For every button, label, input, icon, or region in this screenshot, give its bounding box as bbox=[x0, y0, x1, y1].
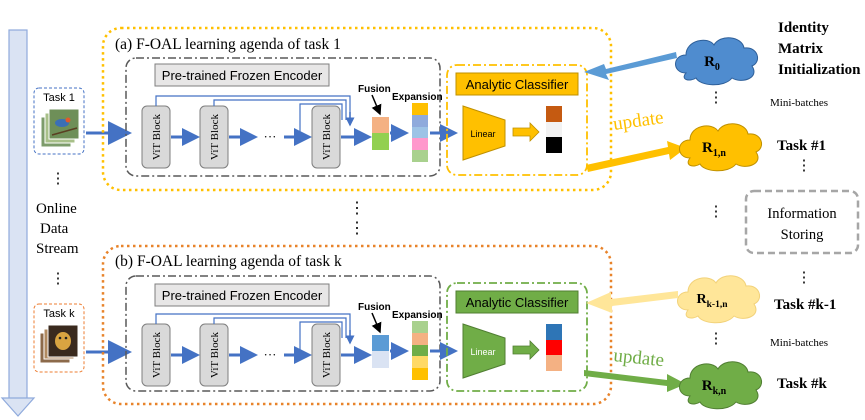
fusion-feature bbox=[372, 117, 389, 133]
vit-ellipsis: ··· bbox=[264, 347, 277, 362]
update-label-bottom: update bbox=[612, 345, 665, 371]
svg-text:ViT Block: ViT Block bbox=[151, 114, 163, 160]
identity-line2: Matrix bbox=[778, 41, 823, 57]
svg-text:⋮: ⋮ bbox=[709, 90, 724, 106]
expansion-feature bbox=[412, 103, 428, 162]
panel-a-classifier-label: Analytic Classifier bbox=[466, 77, 569, 92]
svg-text:⋮: ⋮ bbox=[797, 158, 812, 174]
linear-layer-icon bbox=[462, 323, 506, 379]
task-1-label: Task 1 bbox=[43, 92, 75, 104]
panel-b-classifier-label: Analytic Classifier bbox=[466, 295, 569, 310]
task-1-card: Task 1 bbox=[33, 87, 85, 155]
task-k-right: Task #k bbox=[777, 376, 828, 392]
panel-b-fusion-label: Fusion bbox=[358, 302, 391, 313]
panel-b: (b) F-OAL learning agenda of task k Pre-… bbox=[101, 244, 613, 406]
r1n-label: R1,n bbox=[702, 140, 726, 159]
panel-a-expansion-label: Expansion bbox=[392, 92, 443, 103]
svg-text:ViT Block: ViT Block bbox=[209, 114, 221, 160]
vit-block bbox=[311, 105, 341, 169]
panel-a: (a) F-OAL learning agenda of task 1 Pre-… bbox=[101, 26, 613, 192]
svg-text:Linear: Linear bbox=[470, 347, 495, 357]
panel-separator-dots: ⋮ bbox=[349, 200, 365, 217]
panel-b-encoder-label: Pre-trained Frozen Encoder bbox=[162, 288, 323, 303]
task-1-right: Task #1 bbox=[777, 138, 826, 154]
svg-text:ViT Block: ViT Block bbox=[321, 332, 333, 378]
panel-a-fusion-label: Fusion bbox=[358, 84, 391, 95]
svg-text:⋮: ⋮ bbox=[349, 220, 365, 237]
rkn-label: Rk,n bbox=[702, 378, 727, 397]
panel-b-title: (b) F-OAL learning agenda of task k bbox=[115, 253, 342, 270]
photo-thumbnail-icon bbox=[39, 324, 79, 364]
stream-label-line2: Data bbox=[40, 221, 69, 237]
svg-text:⋮: ⋮ bbox=[709, 204, 724, 220]
r0-label: R0 bbox=[704, 54, 720, 73]
fusion-feature bbox=[372, 351, 389, 368]
panel-b-expansion-label: Expansion bbox=[392, 310, 443, 321]
identity-line3: Initialization bbox=[778, 62, 861, 78]
svg-text:ViT Block: ViT Block bbox=[151, 332, 163, 378]
classifier-output bbox=[546, 106, 562, 153]
task-k-card: Task k bbox=[33, 303, 85, 373]
stream-label-line3: Stream bbox=[36, 241, 79, 257]
rk1n-label: Rk-1,n bbox=[697, 292, 729, 310]
svg-text:Linear: Linear bbox=[470, 129, 495, 139]
stream-label-line1: Online bbox=[36, 201, 77, 217]
update-label-top: update bbox=[612, 107, 665, 135]
info-line2: Storing bbox=[781, 227, 824, 243]
info-line1: Information bbox=[767, 206, 837, 222]
cloud-icon: R1,n bbox=[679, 123, 763, 172]
mini-batches-bottom: Mini-batches bbox=[770, 337, 828, 349]
svg-text:⋮: ⋮ bbox=[709, 331, 724, 347]
cloud-icon: R0 bbox=[675, 37, 759, 86]
stream-dots-bottom: ⋮ bbox=[51, 271, 66, 287]
expansion-feature bbox=[412, 321, 428, 380]
svg-text:⋮: ⋮ bbox=[797, 270, 812, 286]
cloud-icon: Rk,n bbox=[679, 361, 763, 410]
svg-text:ViT Block: ViT Block bbox=[321, 114, 333, 160]
classifier-output bbox=[546, 324, 562, 371]
svg-text:ViT Block: ViT Block bbox=[209, 332, 221, 378]
data-stream-arrow bbox=[0, 29, 36, 417]
panel-a-encoder-label: Pre-trained Frozen Encoder bbox=[162, 68, 323, 83]
linear-layer-icon bbox=[462, 105, 506, 161]
mini-batches-top: Mini-batches bbox=[770, 97, 828, 109]
panel-a-title: (a) F-OAL learning agenda of task 1 bbox=[115, 36, 341, 53]
photo-thumbnail-icon bbox=[40, 108, 80, 148]
task-k-label: Task k bbox=[43, 308, 75, 320]
fusion-feature bbox=[372, 133, 389, 150]
cloud-icon: Rk-1,n bbox=[677, 275, 761, 324]
identity-line1: Identity bbox=[778, 20, 829, 36]
vit-ellipsis: ··· bbox=[264, 129, 277, 144]
information-storing-box: Information Storing bbox=[744, 189, 860, 255]
fusion-feature bbox=[372, 335, 389, 351]
task-k1-right: Task #k-1 bbox=[774, 297, 836, 313]
vit-block bbox=[311, 323, 341, 387]
stream-dots-top: ⋮ bbox=[51, 171, 66, 187]
